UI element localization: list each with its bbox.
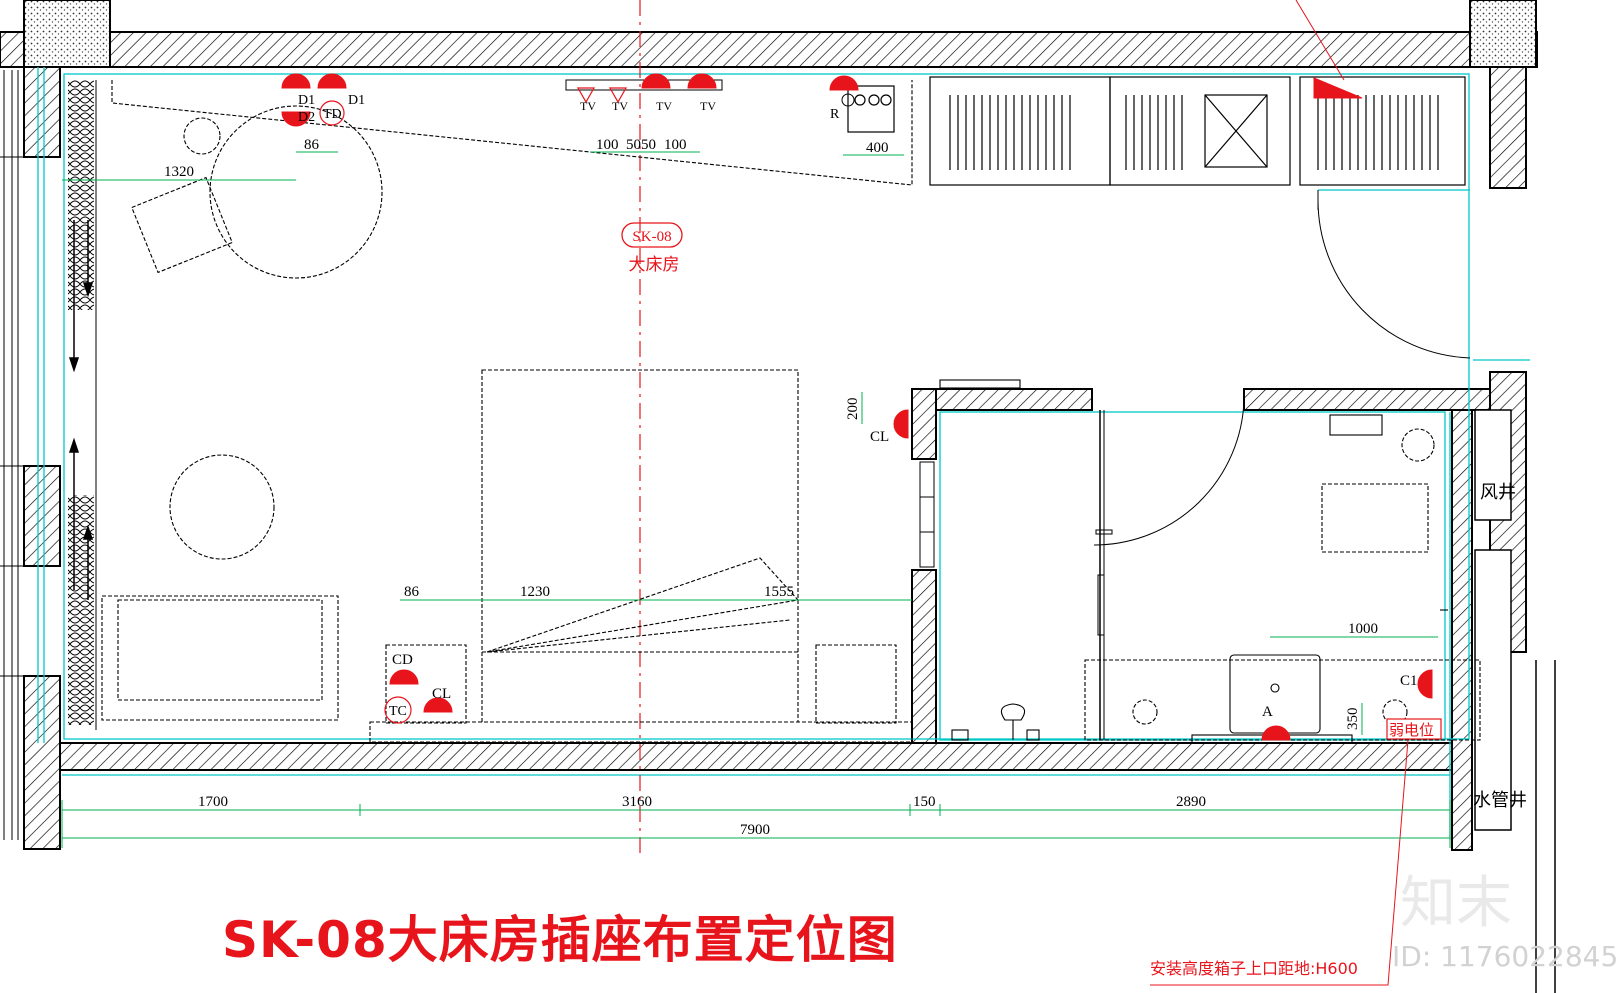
dimension-texts: 86 1320 100 5050 100 400 200 86 1230 155… bbox=[164, 137, 1378, 838]
dim-3160: 3160 bbox=[622, 794, 652, 810]
outlet-symbols bbox=[281, 0, 1433, 741]
outlet-c1: C1 bbox=[1400, 673, 1418, 689]
doors bbox=[919, 190, 1471, 740]
outlet-tc: TC bbox=[389, 704, 407, 719]
outlet-tv2: TV bbox=[612, 99, 628, 113]
dim-150: 150 bbox=[913, 794, 936, 810]
outlet-r: R bbox=[830, 107, 840, 122]
window bbox=[0, 70, 24, 840]
dim-100a: 100 bbox=[596, 137, 619, 153]
walls bbox=[0, 0, 1556, 993]
dim-350: 350 bbox=[1345, 708, 1361, 731]
outlet-d1a: D1 bbox=[298, 93, 315, 108]
outlet-tv4: TV bbox=[700, 99, 716, 113]
outlet-cl1: CL bbox=[870, 429, 889, 445]
dim-1230: 1230 bbox=[520, 584, 550, 600]
dim-1555: 1555 bbox=[764, 584, 794, 600]
outlet-a: A bbox=[1262, 704, 1273, 720]
dim-400: 400 bbox=[866, 140, 889, 156]
dim-1320: 1320 bbox=[164, 164, 194, 180]
dim-86-bed: 86 bbox=[404, 584, 420, 600]
dimension-lines bbox=[61, 151, 1451, 848]
dim-1700: 1700 bbox=[198, 794, 228, 810]
room-code: SK-08 bbox=[632, 229, 671, 245]
outlet-td: TD bbox=[323, 107, 342, 122]
outlet-cl2: CL bbox=[432, 686, 451, 702]
water-shaft-label: 水管井 bbox=[1473, 790, 1527, 810]
weak-current-box bbox=[1386, 718, 1442, 740]
outlet-cd: CD bbox=[392, 652, 413, 668]
drawing-title: SK-08大床房插座布置定位图 bbox=[222, 911, 898, 969]
dim-100b: 100 bbox=[664, 137, 687, 153]
watermark-logo: 知末 bbox=[1400, 871, 1512, 936]
dim-7900: 7900 bbox=[740, 822, 770, 838]
dim-1000: 1000 bbox=[1348, 621, 1378, 637]
curtain-arrows bbox=[68, 220, 94, 600]
outlet-tv1: TV bbox=[580, 99, 596, 113]
leader-line bbox=[1150, 739, 1409, 986]
installation-note: 安装高度箱子上口距地:H600 bbox=[1150, 959, 1358, 978]
finish-lines bbox=[37, 67, 1530, 840]
outlet-d1b: D1 bbox=[348, 93, 365, 108]
room-tag: SK-08 大床房 bbox=[621, 222, 683, 274]
outlet-tv3: TV bbox=[656, 99, 672, 113]
dim-5050: 5050 bbox=[626, 137, 656, 153]
wardrobe bbox=[847, 76, 1466, 186]
dim-2890: 2890 bbox=[1176, 794, 1206, 810]
outlet-labels: D1 D1 D2 TD TV TV TV TV R CL CD TC CL C1… bbox=[298, 93, 1418, 720]
watermark-id: ID: 1176022845 bbox=[1392, 940, 1618, 973]
dim-200: 200 bbox=[845, 398, 861, 421]
bathroom-fixtures bbox=[939, 379, 1448, 744]
dim-86-top: 86 bbox=[304, 137, 320, 153]
room-name: 大床房 bbox=[629, 255, 680, 274]
furniture bbox=[101, 80, 1481, 743]
weak-current-label: 弱电位 bbox=[1389, 722, 1434, 739]
air-shaft-label: 风井 bbox=[1480, 482, 1516, 502]
outlet-d2: D2 bbox=[298, 110, 315, 125]
curtain bbox=[68, 80, 97, 730]
